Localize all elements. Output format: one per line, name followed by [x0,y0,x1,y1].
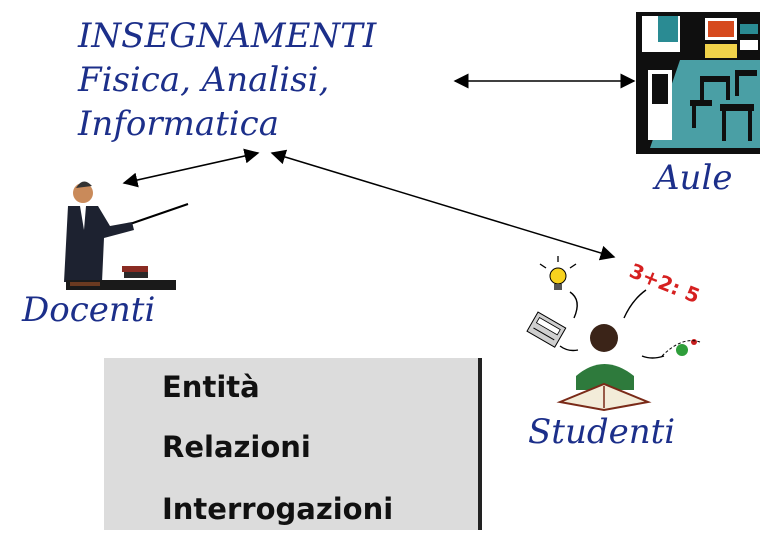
menu-item-entita: Entità [162,370,260,404]
teacher-clipart-icon [64,181,189,290]
arrow-title-studenti [270,149,616,261]
label-docenti: Docenti [22,290,156,330]
label-studenti: Studenti [528,412,676,452]
label-aule: Aule [655,158,733,198]
math-clipart-text: 3+2: 5 [626,258,703,308]
title-block: INSEGNAMENTI Fisica, Analisi, Informatic… [78,14,376,146]
classroom-clipart-icon [636,12,760,154]
topics-box: Entità Relazioni Interrogazioni [104,358,482,530]
arrow-title-docenti [122,148,260,188]
menu-item-interrogazioni: Interrogazioni [162,492,394,526]
menu-item-relazioni: Relazioni [162,430,311,464]
student-clipart-icon: 3+2: 5 [526,256,703,412]
title-line-informatica: Informatica [78,104,279,144]
title-line-insegnamenti: INSEGNAMENTI [78,16,377,56]
title-line-subjects: Fisica, Analisi, [78,60,330,100]
